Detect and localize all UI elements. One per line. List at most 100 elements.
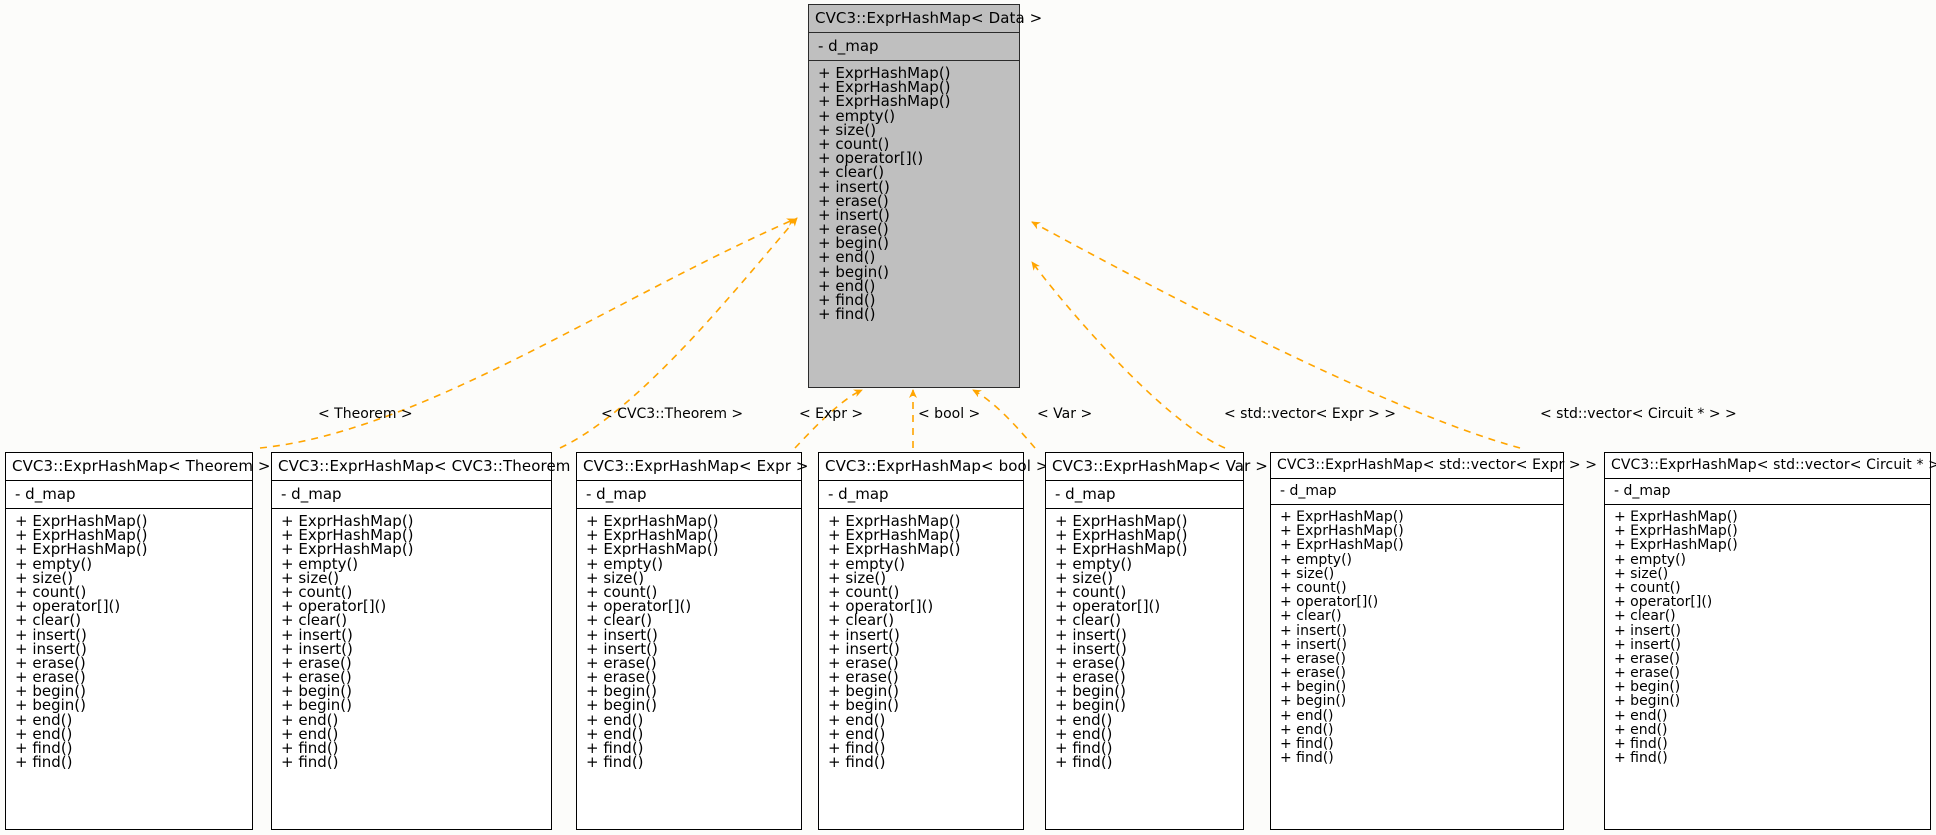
class-method: + operator[]() (818, 149, 924, 168)
class-title: CVC3::ExprHashMap< bool > (819, 453, 1048, 481)
class-method: + insert() (1055, 625, 1127, 644)
class-box-vector-circuit[interactable]: CVC3::ExprHashMap< std::vector< Circuit … (1604, 452, 1936, 830)
class-method: + ExprHashMap() (1614, 509, 1738, 525)
class-method: + ExprHashMap() (1055, 540, 1188, 559)
class-box-vector-expr[interactable]: CVC3::ExprHashMap< std::vector< Expr > >… (1270, 452, 1597, 830)
class-attribute: - d_map (577, 481, 801, 509)
class-method: + find() (1055, 753, 1113, 772)
edge-label-expr: < Expr > (799, 406, 864, 422)
class-method: + ExprHashMap() (828, 512, 961, 530)
class-method: + operator[]() (586, 597, 692, 616)
edge-label-cvc3-theorem: < CVC3::Theorem > (601, 406, 744, 422)
class-box-var[interactable]: CVC3::ExprHashMap< Var > - d_map + ExprH… (1045, 452, 1268, 830)
class-method: + empty() (1055, 554, 1133, 573)
class-method: + begin() (281, 696, 352, 715)
class-method: + insert() (1280, 636, 1348, 653)
class-title: CVC3::ExprHashMap< std::vector< Expr > > (1271, 453, 1597, 479)
class-method: + end() (1055, 710, 1113, 729)
class-method: + empty() (828, 554, 906, 573)
class-method: + clear() (1280, 608, 1342, 625)
class-method: + begin() (586, 682, 657, 701)
class-method: + ExprHashMap() (1280, 509, 1404, 525)
class-method: + erase() (1055, 653, 1126, 672)
class-method: + begin() (15, 696, 86, 715)
class-method: + ExprHashMap() (586, 540, 719, 559)
class-method: + begin() (828, 682, 899, 701)
class-method: + insert() (1614, 636, 1682, 653)
class-box-expr[interactable]: CVC3::ExprHashMap< Expr > - d_map + Expr… (576, 452, 808, 830)
class-method: + end() (1280, 721, 1334, 738)
class-methods-root: + ExprHashMap()+ ExprHashMap()+ ExprHash… (809, 61, 1019, 387)
class-method: + count() (586, 582, 658, 601)
class-method: + end() (828, 710, 886, 729)
class-method: + clear() (828, 611, 895, 630)
edge-var (972, 389, 1036, 449)
class-method: + erase() (1614, 665, 1680, 682)
class-method: + ExprHashMap() (818, 92, 951, 111)
class-attribute: - d_map (6, 481, 252, 509)
class-method: + end() (1055, 724, 1113, 743)
class-method: + ExprHashMap() (818, 64, 951, 82)
class-method: + insert() (281, 639, 353, 658)
class-method: + find() (1280, 750, 1334, 767)
class-method: + clear() (586, 611, 653, 630)
class-method: + erase() (586, 668, 657, 687)
class-methods-derived: + ExprHashMap()+ ExprHashMap()+ ExprHash… (577, 509, 801, 829)
class-method: + insert() (1055, 639, 1127, 658)
class-method: + size() (15, 568, 74, 587)
class-method: + begin() (1055, 696, 1126, 715)
class-attribute: - d_map (272, 481, 551, 509)
class-method: + ExprHashMap() (586, 526, 719, 545)
class-method: + empty() (586, 554, 664, 573)
class-method: + ExprHashMap() (281, 540, 414, 559)
class-method: + begin() (828, 696, 899, 715)
class-box-theorem[interactable]: CVC3::ExprHashMap< Theorem > - d_map + E… (5, 452, 270, 830)
class-method: + size() (818, 120, 877, 139)
class-method: + end() (15, 724, 73, 743)
class-method: + find() (828, 753, 886, 772)
class-method: + erase() (15, 653, 86, 672)
class-method: + find() (1055, 739, 1113, 757)
class-box-cvc3-theorem[interactable]: CVC3::ExprHashMap< CVC3::Theorem > - d_m… (271, 452, 588, 830)
class-method: + end() (586, 710, 644, 729)
class-method: + clear() (818, 163, 885, 182)
class-method: + erase() (15, 668, 86, 687)
class-method: + empty() (1614, 551, 1687, 568)
class-method: + count() (15, 582, 87, 601)
class-method: + operator[]() (1280, 594, 1379, 611)
class-method: + find() (1614, 750, 1668, 767)
class-method: + ExprHashMap() (1055, 512, 1188, 530)
class-method: + end() (15, 710, 73, 729)
class-box-bool[interactable]: CVC3::ExprHashMap< bool > - d_map + Expr… (818, 452, 1048, 830)
class-method: + insert() (586, 639, 658, 658)
class-box-root[interactable]: CVC3::ExprHashMap< Data > - d_map + Expr… (808, 4, 1042, 388)
class-method: + ExprHashMap() (828, 526, 961, 545)
class-method: + begin() (818, 234, 889, 253)
edge-label-vector-circuit: < std::vector< Circuit * > > (1540, 406, 1737, 422)
class-method: + ExprHashMap() (1280, 523, 1404, 540)
class-method: + end() (281, 710, 339, 729)
class-method: + find() (281, 739, 339, 757)
class-method: + erase() (818, 191, 889, 210)
class-method: + erase() (1280, 650, 1346, 667)
class-method: + ExprHashMap() (1280, 537, 1404, 554)
class-method: + clear() (1614, 608, 1676, 625)
class-method: + erase() (828, 653, 899, 672)
class-method: + find() (586, 753, 644, 772)
class-attribute: - d_map (1271, 479, 1563, 505)
class-method: + end() (1614, 707, 1668, 724)
class-attribute: - d_map (1046, 481, 1243, 509)
class-method: + begin() (1614, 679, 1681, 696)
class-method: + empty() (15, 554, 93, 573)
class-method: + count() (1055, 582, 1127, 601)
class-title: CVC3::ExprHashMap< std::vector< Circuit … (1605, 453, 1936, 479)
class-method: + insert() (1280, 622, 1348, 639)
class-methods-derived: + ExprHashMap()+ ExprHashMap()+ ExprHash… (819, 509, 1023, 829)
class-method: + insert() (818, 177, 890, 196)
class-method: + size() (586, 568, 645, 587)
class-method: + end() (281, 724, 339, 743)
class-method: + size() (1280, 565, 1335, 582)
class-method: + count() (1280, 579, 1347, 596)
class-method: + operator[]() (1055, 597, 1161, 616)
class-method: + ExprHashMap() (1614, 537, 1738, 554)
